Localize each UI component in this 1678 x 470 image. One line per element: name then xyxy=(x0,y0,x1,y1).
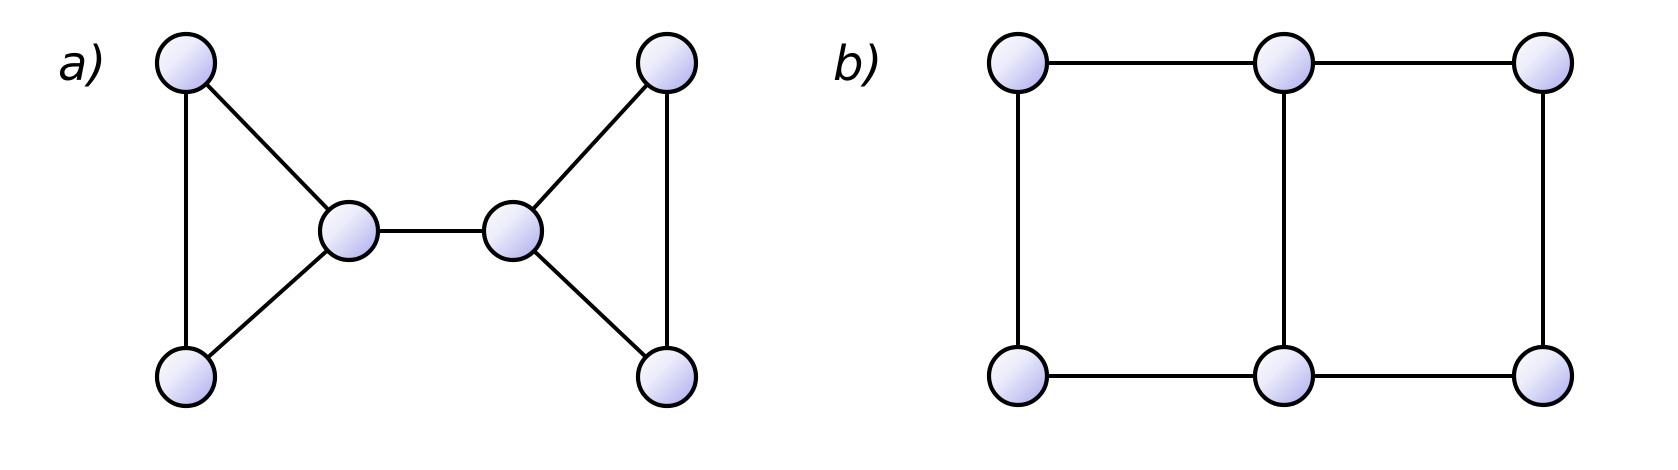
node-a-center-right xyxy=(481,199,545,263)
node-b-top-right xyxy=(1511,31,1575,95)
labels-layer: a) b) xyxy=(58,36,882,92)
node-b-top-left xyxy=(986,31,1050,95)
edge-a-centerright-topright xyxy=(511,61,669,233)
edge-a-topleft-centerleft xyxy=(184,61,351,233)
edge-a-centerright-bottomright xyxy=(511,229,669,379)
nodes-layer xyxy=(154,31,1575,409)
node-a-bottom-left xyxy=(154,345,218,409)
node-a-top-right xyxy=(635,31,699,95)
edge-a-bottomleft-centerleft xyxy=(184,229,351,379)
node-b-top-center xyxy=(1252,31,1316,95)
node-b-bottom-left xyxy=(986,344,1050,408)
edges-layer xyxy=(184,61,1545,379)
panel-label-a: a) xyxy=(58,36,106,92)
node-a-top-left xyxy=(154,31,218,95)
node-a-bottom-right xyxy=(635,345,699,409)
node-a-center-left xyxy=(317,199,381,263)
panel-label-b: b) xyxy=(833,36,882,92)
node-b-bottom-center xyxy=(1252,344,1316,408)
node-b-bottom-right xyxy=(1511,344,1575,408)
